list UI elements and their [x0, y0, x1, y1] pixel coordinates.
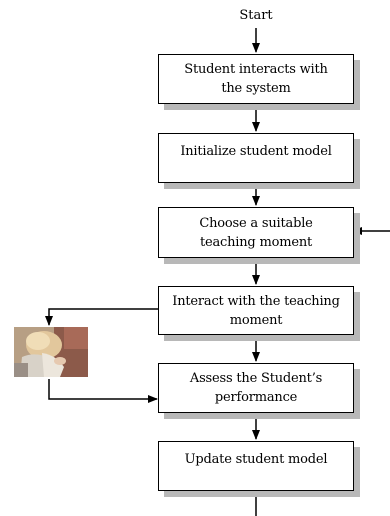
- photo-icon: [14, 327, 88, 377]
- step-line: Choose a suitable: [199, 215, 313, 231]
- step-assess-performance: Assess the Student’s performance: [158, 363, 354, 413]
- step-line: Student interacts with: [184, 62, 328, 77]
- step-line: Update student model: [184, 452, 328, 467]
- step-line: moment: [229, 312, 283, 328]
- step-line: performance: [214, 390, 298, 405]
- start-label: Start: [239, 8, 273, 23]
- step-student-interacts: Student interacts with the system: [158, 54, 354, 104]
- step-line: Initialize student model: [180, 144, 332, 159]
- step-choose-teaching-moment: Choose a suitable teaching moment: [158, 207, 354, 258]
- step-interact-teaching-moment: Interact with the teaching moment: [158, 286, 354, 335]
- step-line: Interact with the teaching: [172, 293, 340, 309]
- step-initialize-model: Initialize student model: [158, 133, 354, 183]
- arrow-photo-to-step5: [48, 379, 158, 403]
- arrow-step4-to-photo: [45, 308, 158, 326]
- step-line: the system: [221, 81, 291, 96]
- step-line: Assess the Student’s: [189, 371, 323, 386]
- step-line: teaching moment: [199, 234, 313, 250]
- step-update-model: Update student model: [158, 441, 354, 491]
